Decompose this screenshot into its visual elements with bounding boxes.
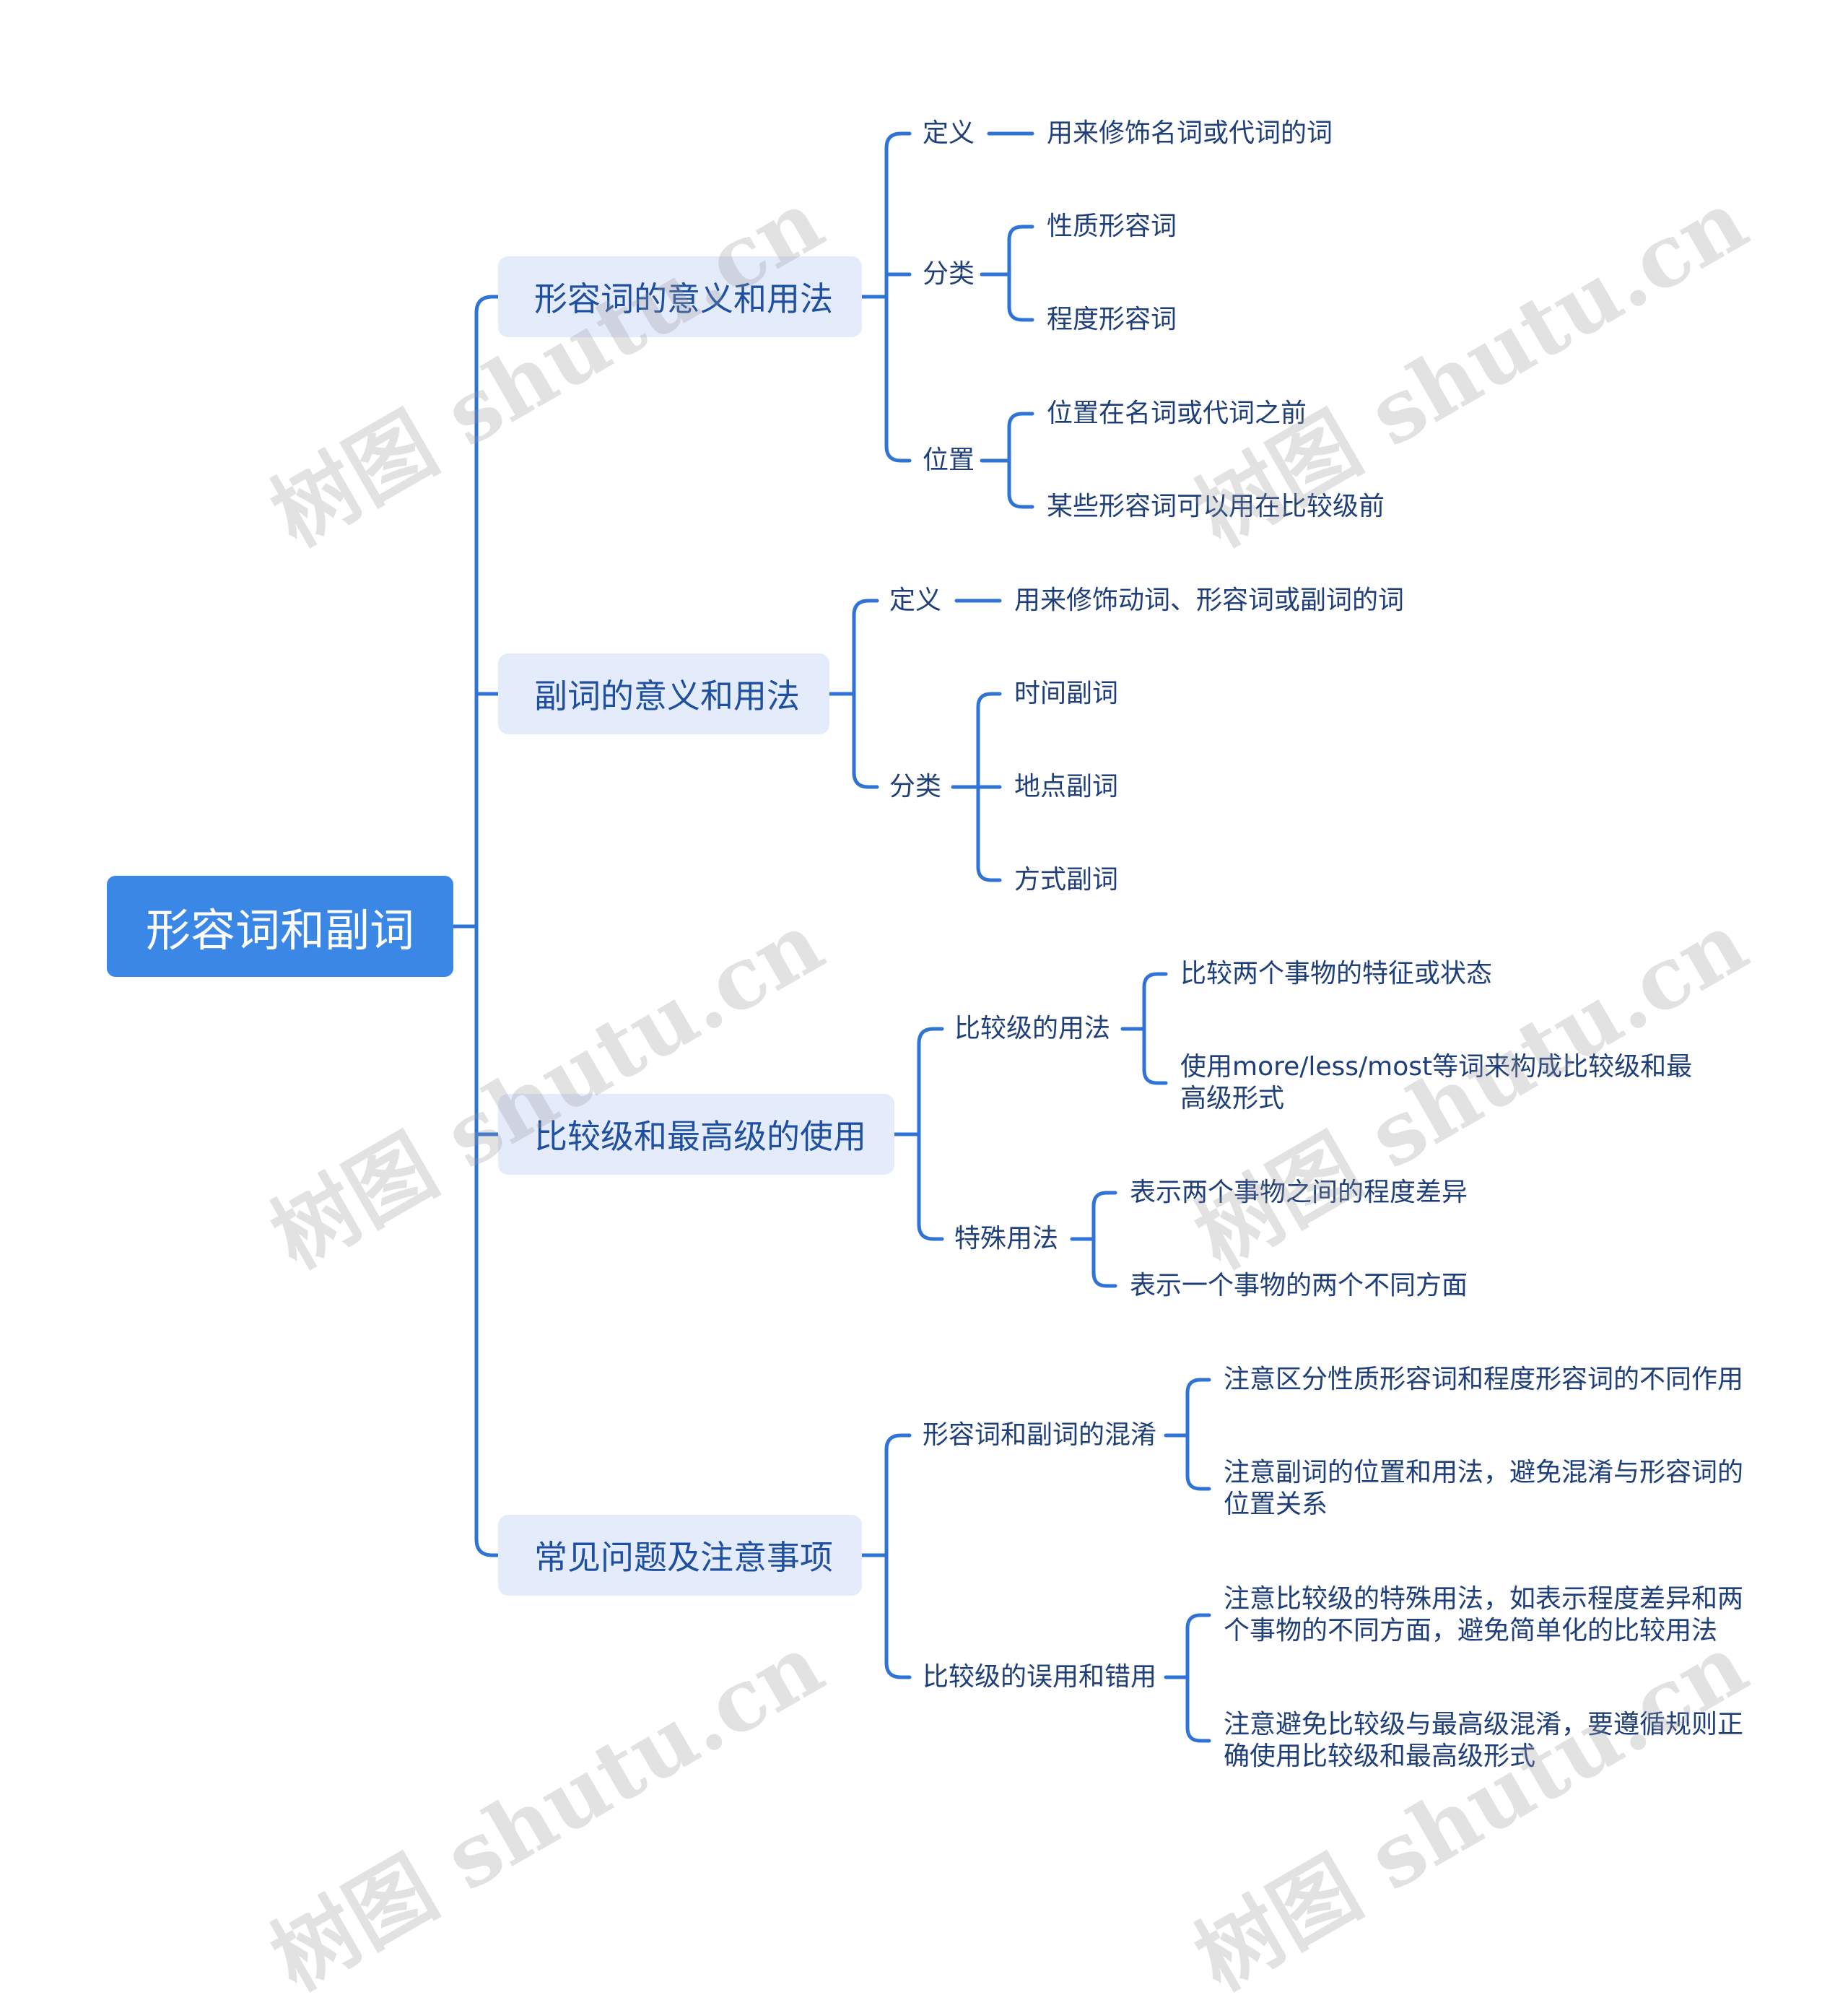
leaf-compare-two-things[interactable]: 比较两个事物的特征或状态 xyxy=(1180,959,1493,988)
leaf-manner-adverb[interactable]: 方式副词 xyxy=(1014,865,1119,895)
leaf-adverb-definition[interactable]: 用来修饰动词、形容词或副词的词 xyxy=(1014,586,1405,615)
leaf-position-before-noun[interactable]: 位置在名词或代词之前 xyxy=(1047,399,1307,428)
branch-common-issues[interactable]: 常见问题及注意事项 xyxy=(498,1515,862,1596)
root-node[interactable]: 形容词和副词 xyxy=(107,876,453,977)
sub-comparative-misuse[interactable]: 比较级的误用和错用 xyxy=(923,1662,1157,1692)
leaf-more-less-most[interactable]: 使用more/less/most等词来构成比较级和最高级形式 xyxy=(1180,1052,1693,1113)
sub-adjective-adverb-confusion[interactable]: 形容词和副词的混淆 xyxy=(923,1420,1157,1450)
sub-adjective-position[interactable]: 位置 xyxy=(923,445,975,475)
branch-adverb-meaning[interactable]: 副词的意义和用法 xyxy=(498,653,829,734)
sub-special-usage[interactable]: 特殊用法 xyxy=(954,1224,1059,1253)
leaf-degree-difference[interactable]: 表示两个事物之间的程度差异 xyxy=(1130,1178,1468,1207)
sub-adjective-category[interactable]: 分类 xyxy=(923,259,975,289)
leaf-adverb-position[interactable]: 注意副词的位置和用法，避免混淆与形容词的位置关系 xyxy=(1224,1458,1744,1519)
leaf-time-adverb[interactable]: 时间副词 xyxy=(1014,679,1119,708)
sub-adjective-definition[interactable]: 定义 xyxy=(923,118,975,148)
branch-comparative-superlative[interactable]: 比较级和最高级的使用 xyxy=(498,1094,894,1175)
leaf-adjective-definition[interactable]: 用来修饰名词或代词的词 xyxy=(1047,118,1333,148)
sub-adverb-definition[interactable]: 定义 xyxy=(889,586,942,615)
leaf-avoid-confusion[interactable]: 注意避免比较级与最高级混淆，要遵循规则正确使用比较级和最高级形式 xyxy=(1224,1710,1744,1771)
sub-comparative-usage[interactable]: 比较级的用法 xyxy=(954,1014,1111,1043)
leaf-comparative-special[interactable]: 注意比较级的特殊用法，如表示程度差异和两个事物的不同方面，避免简单化的比较用法 xyxy=(1224,1584,1744,1645)
branch-adjective-meaning[interactable]: 形容词的意义和用法 xyxy=(498,256,862,337)
leaf-degree-adjective[interactable]: 程度形容词 xyxy=(1047,305,1177,334)
leaf-quality-adjective[interactable]: 性质形容词 xyxy=(1047,212,1177,241)
leaf-two-aspects[interactable]: 表示一个事物的两个不同方面 xyxy=(1130,1271,1468,1300)
connector-lines xyxy=(451,131,1211,1743)
leaf-position-before-comparative[interactable]: 某些形容词可以用在比较级前 xyxy=(1047,492,1385,521)
leaf-distinguish-adjectives[interactable]: 注意区分性质形容词和程度形容词的不同作用 xyxy=(1224,1365,1744,1394)
leaf-place-adverb[interactable]: 地点副词 xyxy=(1014,772,1119,801)
sub-adverb-category[interactable]: 分类 xyxy=(889,772,942,801)
